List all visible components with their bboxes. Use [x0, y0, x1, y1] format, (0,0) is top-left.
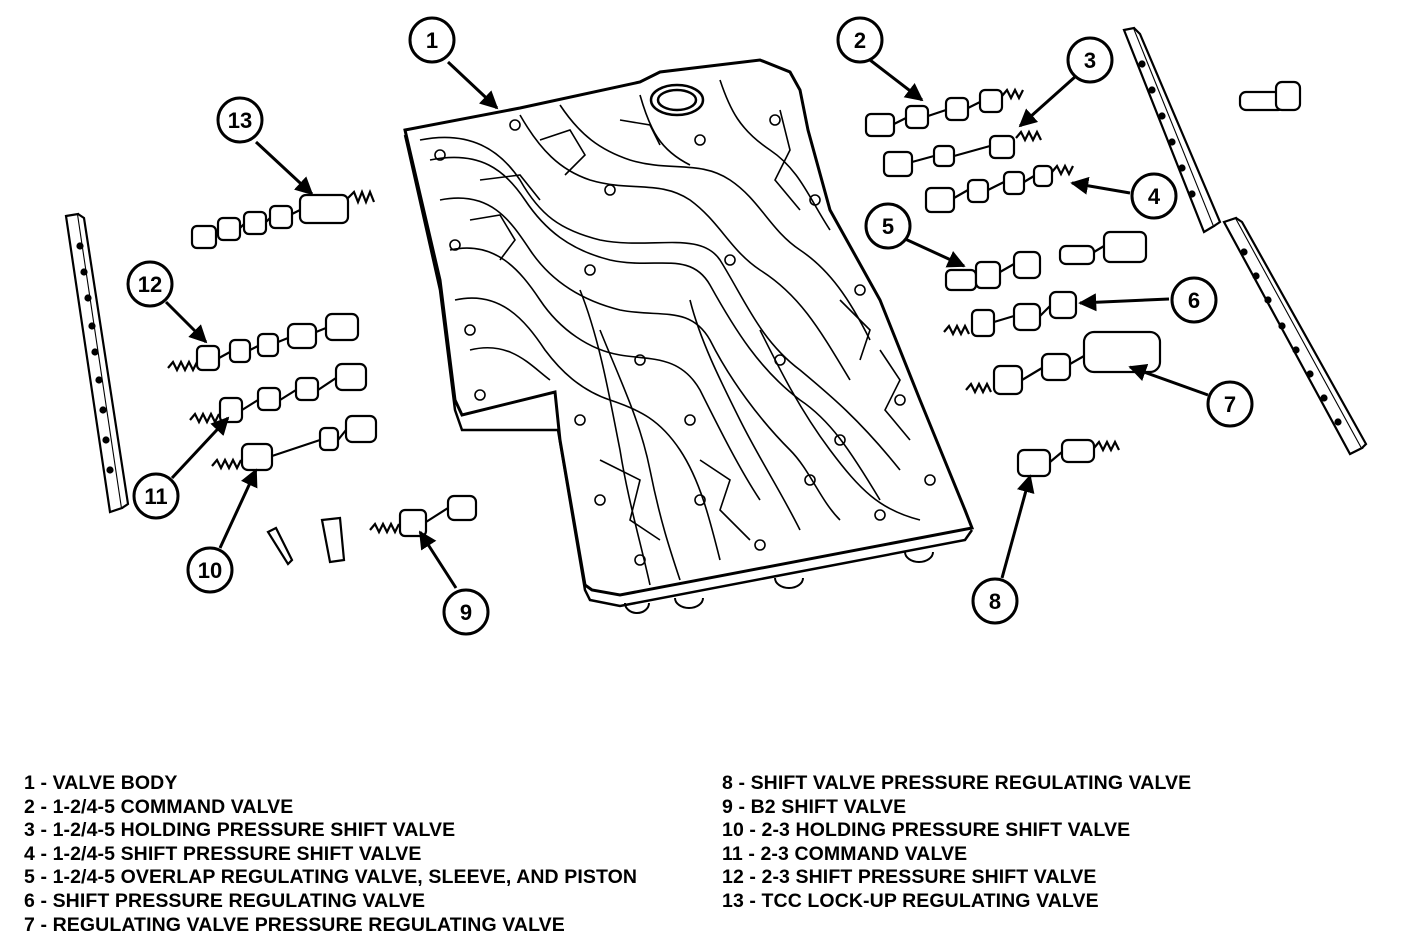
leader-8	[1000, 474, 1035, 579]
parts-legend: 1 - VALVE BODY 2 - 1-2/4-5 COMMAND VALVE…	[24, 772, 1404, 942]
callout-3-number: 3	[1084, 48, 1096, 73]
legend-item-6: 6 - SHIFT PRESSURE REGULATING VALVE	[24, 889, 426, 912]
bolt	[1238, 80, 1302, 112]
leader-1	[446, 60, 499, 110]
legend-item-10: 10 - 2-3 HOLDING PRESSURE SHIFT VALVE	[722, 819, 1131, 842]
valve-12-shift-pressure	[167, 312, 360, 373]
valve-11-command	[189, 362, 368, 425]
leader-12	[164, 300, 208, 344]
leader-7	[1128, 364, 1209, 397]
callout-10-number: 10	[198, 558, 222, 583]
callout-7-number: 7	[1224, 392, 1236, 417]
callout-5-number: 5	[882, 214, 894, 239]
callout-7: 7	[1206, 380, 1254, 428]
retaining-plate-left	[64, 212, 130, 514]
callout-11-number: 11	[144, 484, 167, 509]
legend-item-2: 2 - 1-2/4-5 COMMAND VALVE	[24, 795, 294, 818]
callout-1-number: 1	[426, 28, 438, 53]
legend-item-9: 9 - B2 SHIFT VALVE	[722, 795, 907, 818]
callout-1: 1	[408, 16, 456, 64]
leader-5	[902, 236, 966, 268]
callout-2: 2	[836, 16, 884, 64]
valve-4-shift-pressure	[924, 163, 1074, 214]
valve-8-shift-valve-pressure-regulating	[1016, 438, 1120, 478]
legend-item-13: 13 - TCC LOCK-UP REGULATING VALVE	[722, 889, 1099, 912]
callout-9-number: 9	[460, 600, 472, 625]
valve-body	[403, 58, 975, 614]
legend-column-right: 8 - SHIFT VALVE PRESSURE REGULATING VALV…	[722, 772, 1191, 914]
callout-5: 5	[864, 202, 912, 250]
leader-4	[1070, 176, 1131, 195]
callout-2-number: 2	[854, 28, 866, 53]
valve-10-holding-pressure	[211, 414, 378, 472]
legend-item-1: 1 - VALVE BODY	[24, 772, 178, 794]
legend-item-4: 4 - 1-2/4-5 SHIFT PRESSURE SHIFT VALVE	[24, 842, 422, 865]
valve-9-b2-shift	[369, 494, 478, 538]
valve-7-regulating-valve-pressure	[965, 330, 1162, 396]
legend-item-3: 3 - 1-2/4-5 HOLDING PRESSURE SHIFT VALVE	[24, 819, 456, 842]
valve-13-tcc-lockup	[190, 189, 376, 250]
retaining-plate-right-upper	[1122, 26, 1222, 234]
leader-3	[1018, 74, 1077, 128]
callout-10: 10	[186, 546, 234, 594]
leader-2	[869, 58, 924, 102]
callout-11: 11	[132, 472, 180, 520]
callout-3: 3	[1066, 36, 1114, 84]
leader-11	[170, 416, 230, 480]
callout-8-number: 8	[989, 589, 1001, 614]
legend-item-12: 12 - 2-3 SHIFT PRESSURE SHIFT VALVE	[722, 866, 1097, 889]
callout-12-number: 12	[138, 272, 162, 297]
valve-2-command	[864, 87, 1024, 138]
valve-6-shift-pressure-regulating	[943, 290, 1078, 338]
callout-6: 6	[1170, 276, 1218, 324]
callout-4: 4	[1130, 172, 1178, 220]
leader-13	[254, 140, 314, 196]
exploded-valve-body-diagram: 1 2 3 4 5 6 7 8 9 10 11 12 13	[64, 16, 1368, 636]
callout-4-number: 4	[1148, 184, 1161, 209]
legend-item-11: 11 - 2-3 COMMAND VALVE	[722, 842, 968, 865]
legend-item-5: 5 - 1-2/4-5 OVERLAP REGULATING VALVE, SL…	[24, 866, 638, 889]
callout-12: 12	[126, 260, 174, 308]
valve-3-holding-pressure	[882, 129, 1042, 178]
callout-13: 13	[216, 96, 264, 144]
leader-9	[418, 530, 458, 589]
retaining-clip	[266, 526, 294, 566]
leader-6	[1078, 293, 1170, 312]
callout-8: 8	[971, 577, 1019, 625]
callout-13-number: 13	[228, 108, 252, 133]
retaining-plate-right-lower	[1222, 216, 1368, 456]
valve-sleeve-piece	[320, 516, 346, 564]
callout-6-number: 6	[1188, 288, 1200, 313]
legend-item-7: 7 - REGULATING VALVE PRESSURE REGULATING…	[24, 913, 565, 936]
legend-item-8: 8 - SHIFT VALVE PRESSURE REGULATING VALV…	[722, 772, 1192, 794]
callout-9: 9	[442, 588, 490, 636]
legend-column-left: 1 - VALVE BODY 2 - 1-2/4-5 COMMAND VALVE…	[24, 772, 637, 937]
valve-5-overlap-regulating	[944, 230, 1148, 292]
leader-10	[218, 468, 258, 549]
